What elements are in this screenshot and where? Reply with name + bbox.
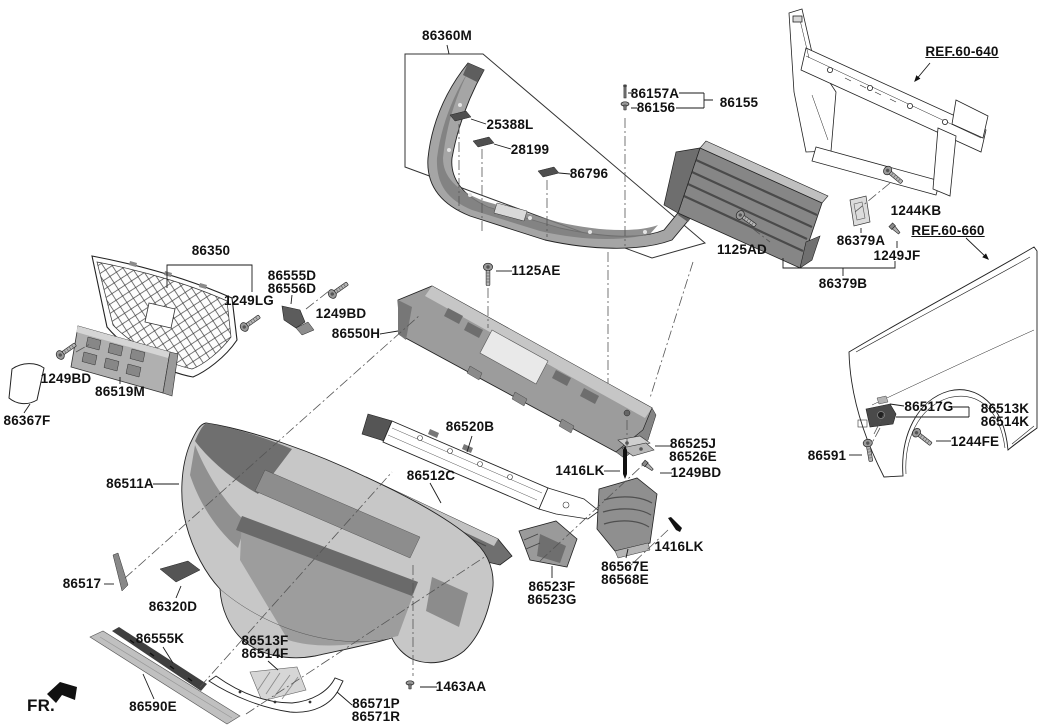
clip-28199: [472, 136, 495, 148]
bracket-86525J: [617, 435, 655, 457]
part-label-1125AD: 1125AD: [717, 242, 767, 257]
part-label-1249BD-mid: 1249BD: [670, 465, 722, 480]
part-label-1416LK-left: 1416LK: [555, 463, 605, 478]
bolt-1244FE: [910, 426, 935, 449]
part-label-1463AA: 1463AA: [435, 679, 487, 694]
part-label-86360M: 86360M: [422, 28, 472, 43]
pad-86367F: [8, 363, 45, 405]
part-label-86571P: 86571P: [352, 696, 400, 711]
part-label-86156: 86156: [636, 100, 676, 115]
part-label-86514F: 86514F: [241, 646, 289, 661]
part-label-86511A: 86511A: [106, 476, 154, 491]
part-label-86320D: 86320D: [148, 599, 198, 614]
clip-86517G: [876, 395, 889, 405]
fog-bezel-86567E: [596, 477, 658, 559]
part-label-1249BD-left: 1249BD: [40, 371, 92, 386]
clip-1249BD-mid: [641, 459, 655, 473]
radiator-support-frame: [788, 8, 989, 197]
part-label-86379B: 86379B: [818, 276, 868, 291]
part-label-86567E: 86567E: [601, 559, 649, 574]
front-direction-label: FR.: [27, 696, 55, 715]
part-label-86525J: 86525J: [669, 436, 717, 451]
callout-box-86360M: [404, 53, 707, 259]
part-label-86555K: 86555K: [135, 631, 185, 646]
bumper-beam-86520B: [361, 413, 600, 520]
bolt-1249BD-right: [326, 279, 351, 301]
part-label-86519M: 86519M: [95, 384, 145, 399]
ref-link-60-640[interactable]: REF.60-640: [925, 44, 999, 59]
strip-86555K: [112, 627, 207, 691]
bracket-86517: [112, 552, 129, 592]
part-label-86512C: 86512C: [406, 468, 456, 483]
ref-link-60-660[interactable]: REF.60-660: [911, 223, 985, 238]
license-bracket-86519M: [70, 325, 179, 397]
part-label-1125AE: 1125AE: [511, 263, 561, 278]
part-label-1244KB: 1244KB: [890, 203, 942, 218]
bolt-1249LG: [238, 312, 263, 334]
pin-1416LK-left: [623, 446, 627, 479]
part-label-86590E: 86590E: [129, 699, 177, 714]
lip-strip-86590E: [89, 630, 241, 725]
molding-86571P: [208, 675, 344, 713]
part-label-86556D: 86556D: [267, 281, 317, 296]
fog-bezel-86523F: [518, 520, 578, 568]
part-label-86555D: 86555D: [267, 268, 317, 283]
pin-86157A: [622, 84, 628, 99]
clamp-86556D: [295, 321, 315, 336]
leader-lines: [23, 44, 989, 706]
bumper-support-86550H: [397, 285, 657, 459]
part-label-86796: 86796: [569, 166, 609, 181]
clip-25388L: [449, 110, 472, 122]
part-label-1416LK-right: 1416LK: [654, 539, 704, 554]
part-label-86367F: 86367F: [3, 413, 51, 428]
part-label-86517G: 86517G: [904, 399, 954, 414]
part-label-25388L: 25388L: [486, 117, 534, 132]
bumper-cover-86511A: [181, 422, 494, 664]
clamp-86555D: [281, 305, 306, 329]
centerlines: [75, 118, 891, 715]
part-label-28199: 28199: [510, 142, 550, 157]
part-label-1249BD-right: 1249BD: [315, 306, 367, 321]
part-label-86155: 86155: [719, 95, 759, 110]
part-label-86571R: 86571R: [351, 709, 401, 724]
part-label-86350: 86350: [191, 243, 231, 258]
front-direction-arrow-icon: [47, 682, 77, 703]
part-label-86379A: 86379A: [836, 233, 886, 248]
part-label-86513K: 86513K: [980, 401, 1030, 416]
bracket-86379A: [849, 195, 871, 227]
part-label-86526E: 86526E: [669, 449, 717, 464]
part-label-86513F: 86513F: [241, 633, 289, 648]
part-label-86550H: 86550H: [331, 326, 381, 341]
clip-1249JF: [888, 222, 902, 236]
front-fender: [848, 246, 1038, 478]
part-label-86568E: 86568E: [601, 572, 649, 587]
cover-86320D: [159, 560, 201, 583]
part-label-86523G: 86523G: [527, 592, 577, 607]
part-label-86517: 86517: [62, 576, 102, 591]
part-label-86157A: 86157A: [630, 86, 680, 101]
part-label-86523F: 86523F: [528, 579, 576, 594]
part-label-1244FE: 1244FE: [950, 434, 1000, 449]
clip-86156: [620, 101, 630, 111]
part-label-86514K: 86514K: [980, 414, 1030, 429]
clip-86796: [537, 166, 560, 178]
part-label-1249JF: 1249JF: [873, 248, 921, 263]
bolt-1125AE: [482, 262, 494, 286]
part-label-86520B: 86520B: [445, 419, 495, 434]
part-label-86591: 86591: [807, 448, 847, 463]
mesh-86513F: [249, 666, 307, 702]
pin-1416LK-right: [668, 517, 682, 532]
part-label-1249LG: 1249LG: [224, 293, 274, 308]
fasteners: [54, 84, 935, 690]
clip-1463AA: [405, 680, 415, 690]
air-duct-86379B: [663, 140, 829, 269]
